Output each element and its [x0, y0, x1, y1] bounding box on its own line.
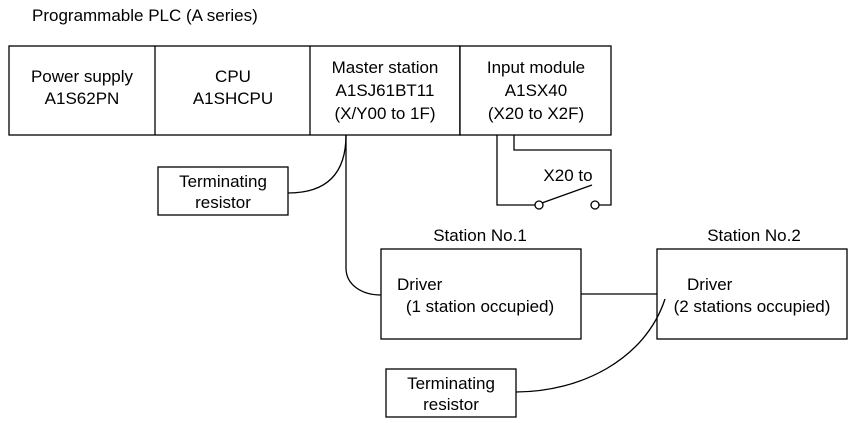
power-supply-label: Power supply [31, 67, 134, 86]
switch-contact-left [534, 200, 544, 210]
master-station-model: A1SJ61BT11 [336, 81, 435, 100]
cable-station2-to-terminator-bottom [515, 298, 666, 393]
cpu-label: CPU [215, 67, 251, 86]
terminating-resistor-bottom: Terminating resistor [385, 368, 517, 418]
station-1: Station No.1 Driver (1 station occupied) [380, 226, 582, 340]
station-2-driver-box [656, 248, 848, 340]
cpu-model: A1SHCPU [193, 89, 273, 108]
master-station-label: Master station [332, 58, 439, 77]
cable-master-to-station1 [345, 135, 382, 296]
station-2-occupancy: (2 stations occupied) [674, 297, 831, 316]
power-supply-model: A1S62PN [45, 89, 120, 108]
plc-rack-outline [8, 45, 461, 136]
switch-contact-right [590, 200, 600, 210]
input-module-label: Input module [487, 58, 585, 77]
station-1-occupancy: (1 station occupied) [406, 297, 554, 316]
diagram-title: Programmable PLC (A series) [32, 6, 258, 25]
input-module-model: A1SX40 [505, 81, 567, 100]
terminating-resistor-top-line1: Terminating [179, 172, 267, 191]
terminating-resistor-top: Terminating resistor [157, 166, 289, 216]
input-module-io-range: (X20 to X2F) [488, 104, 584, 123]
input-module-outline [459, 45, 612, 136]
power-supply-module: Power supply A1S62PN [31, 46, 156, 135]
station-1-driver-box [380, 248, 582, 340]
station-1-label: Station No.1 [433, 226, 527, 245]
terminating-resistor-bottom-line1: Terminating [407, 374, 495, 393]
switch-label: X20 to [543, 166, 592, 185]
terminating-resistor-bottom-line2: resistor [423, 395, 479, 414]
cable-master-to-terminator-top [287, 134, 347, 194]
terminating-resistor-top-line2: resistor [195, 193, 251, 212]
cpu-module: CPU A1SHCPU [193, 46, 311, 135]
station-1-driver-label: Driver [397, 275, 443, 294]
master-station-io-range: (X/Y00 to 1F) [334, 104, 435, 123]
station-2: Station No.2 Driver (2 stations occupied… [656, 226, 848, 340]
station-2-label: Station No.2 [707, 226, 801, 245]
station-2-driver-label: Driver [687, 275, 733, 294]
input-module: Input module A1SX40 (X20 to X2F) [459, 45, 612, 136]
plc-rack: Power supply A1S62PN CPU A1SHCPU Master … [8, 45, 461, 136]
input-switch: X20 to [496, 135, 612, 210]
